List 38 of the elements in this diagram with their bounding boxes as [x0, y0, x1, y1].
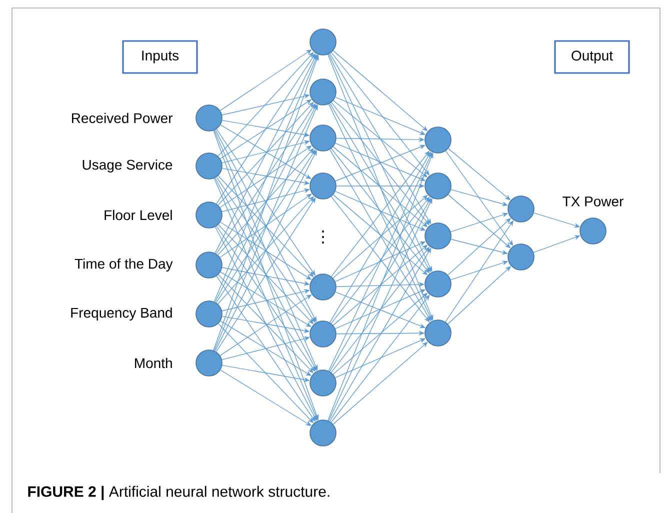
neuron-circle	[424, 270, 452, 298]
neuron-circle	[196, 252, 222, 278]
input-label: Time of the Day	[74, 258, 173, 272]
input-label: Floor Level	[104, 210, 172, 220]
title-box: Inputs	[122, 40, 198, 74]
neuron-circle	[580, 218, 606, 244]
output-label: TX Power	[562, 196, 624, 206]
arrow	[220, 194, 312, 258]
neuron-circle	[310, 370, 336, 396]
neuron-circle	[310, 124, 336, 152]
neuron-circle	[424, 222, 452, 250]
neuron-circle	[196, 152, 222, 180]
neuron-circle	[310, 420, 336, 446]
input-label: Frequency Band	[71, 307, 172, 320]
neuron-circle	[424, 320, 452, 346]
neuron-circle	[310, 28, 336, 56]
neuron-circle	[310, 78, 336, 106]
figure-caption: FIGURE 2 | Artificial neural network structure.	[28, 486, 330, 500]
neuron-circle	[424, 172, 452, 200]
neuron-circle	[310, 320, 336, 348]
neuron-circle	[508, 244, 534, 270]
neuron-circle	[196, 300, 222, 328]
neuron-circle	[508, 196, 534, 222]
ellipsis-dots: ⋮	[322, 230, 324, 244]
arrow	[329, 53, 432, 224]
neuron-circle	[310, 172, 336, 200]
neuron-circle	[196, 104, 222, 132]
neuron-circle	[424, 126, 452, 154]
input-label: Received Power	[72, 112, 173, 124]
input-label: Month	[135, 358, 172, 368]
neuron-circle	[196, 350, 222, 376]
neuron-circle	[196, 202, 222, 228]
title-box: Output	[554, 40, 630, 74]
arrow	[332, 292, 428, 375]
neuron-circle	[310, 274, 336, 300]
input-label: Usage Service	[82, 159, 172, 172]
arrow	[330, 246, 430, 373]
arrow	[330, 294, 430, 423]
